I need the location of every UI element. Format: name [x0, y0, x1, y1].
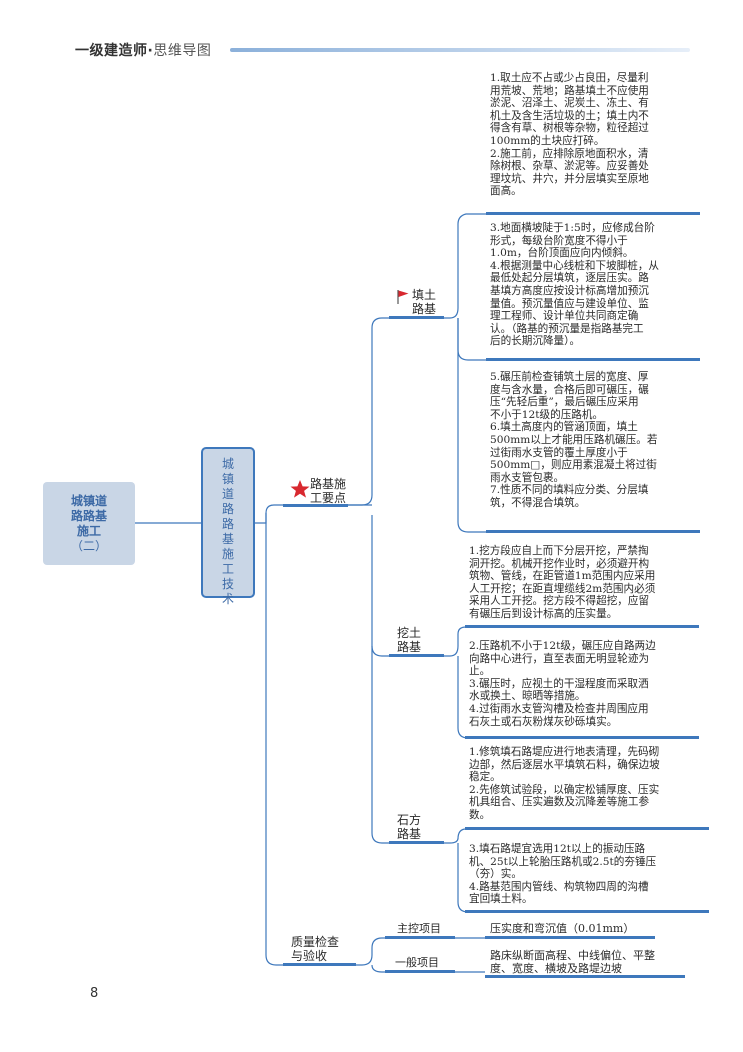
fill-topic-line: 路基: [412, 302, 437, 316]
cut-topic-line: 挖土: [397, 626, 422, 640]
level1-topic: 城 镇 道 路 路 基 施 工 技 术: [201, 447, 255, 606]
rock-note-1: 1.修筑填石路堤应进行地表清理，先码砌 边部，然后逐层水平填筑石料，确保边坡 稳…: [469, 746, 660, 821]
general-item-value: 路床纵断面高程、中线偏位、平整 度、宽度、横坡及路堤边坡: [490, 949, 655, 975]
rock-underline: [389, 841, 444, 844]
header-main-title: 一级建造师: [75, 43, 148, 59]
main-control-value: 压实度和弯沉值（0.01mm）: [490, 922, 635, 935]
main-control-label: 主控项目: [397, 922, 441, 935]
fill-note-1: 1.取土应不占或少占良田，尽量利 用荒坡、荒地；路基填土不应使用 淤泥、沼泽土、…: [490, 72, 649, 198]
level1-char: 施: [221, 547, 234, 561]
fill-note-1-underline: [486, 212, 700, 215]
root-topic-line: 施工: [76, 523, 101, 538]
star-icon: [290, 480, 310, 498]
connector-cut-note2: [457, 656, 469, 739]
quality-topic: 质量检查 与验收: [291, 935, 339, 963]
rock-subgrade-topic: 石方 路基: [397, 813, 421, 841]
quality-topic-line: 与验收: [291, 949, 328, 963]
main-control-value-underline: [485, 936, 655, 939]
cut-subgrade-topic: 挖土 路基: [397, 626, 421, 654]
flag-icon: [397, 290, 409, 304]
keypoints-line: 工要点: [310, 491, 347, 505]
header-rule: [230, 48, 690, 52]
quality-topic-line: 质量检查: [291, 935, 340, 949]
header-dot: ·: [147, 43, 154, 59]
fill-underline: [389, 316, 444, 319]
cut-note-2: 2.压路机不小于12t级，碾压应自路两边 向路中心进行，直至表面无明显轮迹为 止…: [469, 640, 656, 728]
root-topic: 城镇道 路路基 施工 （二）: [43, 482, 135, 565]
level1-char: 道: [221, 487, 234, 501]
page-number: 8: [90, 986, 99, 1001]
fill-note-3-underline: [486, 530, 700, 533]
header-subtitle: 思维导图: [153, 43, 212, 59]
fill-note-2-underline: [486, 358, 700, 361]
connector-to-cut: [371, 515, 389, 657]
fill-subgrade-topic: 填土 路基: [412, 288, 436, 316]
level1-topic-text: 城 镇 道 路 路 基 施 工 技 术: [203, 457, 253, 607]
connector-rock-note2: [457, 843, 469, 913]
root-topic-line: 路路基: [70, 508, 107, 523]
connector-rock-note1: [444, 828, 467, 844]
connector-fill-note3: [457, 318, 486, 533]
quality-underline: [283, 963, 356, 966]
connector-to-quality: [265, 513, 283, 966]
level1-char: 城: [221, 457, 234, 471]
main-control-underline: [385, 936, 455, 939]
rock-topic-line: 石方: [397, 813, 422, 827]
connector-quality-general: [371, 964, 385, 973]
level1-char: 工: [221, 562, 234, 576]
cut-underline: [389, 654, 444, 657]
root-topic-line: 城镇道: [70, 493, 107, 508]
root-topic-line: （二）: [70, 538, 107, 553]
level1-char: 路: [221, 502, 234, 516]
level1-char: 技: [221, 577, 234, 591]
rock-note-2: 3.填石路堤宜选用12t以上的振动压路 机、25t以上轮胎压路机或2.5t的夯锤…: [469, 843, 657, 906]
connector-to-rock: [371, 646, 389, 844]
general-item-label: 一般项目: [395, 956, 439, 969]
level1-char: 术: [221, 592, 234, 606]
level1-char: 基: [221, 532, 234, 546]
fill-topic-line: 填土: [412, 288, 437, 302]
connector-to-keypoints: [255, 504, 283, 524]
cut-topic-line: 路基: [397, 640, 422, 654]
header-title: 一级建造师·思维导图: [75, 40, 211, 60]
rock-topic-line: 路基: [397, 827, 422, 841]
fill-note-3: 5.碾压前检查铺筑土层的宽度、厚 度与含水量，合格后即可碾压，碾 压“先轻后重”…: [490, 371, 658, 509]
connector-cut-note1: [444, 626, 467, 657]
cut-note-2-underline: [465, 736, 699, 739]
connector-to-fill: [348, 317, 389, 506]
general-item-underline: [385, 970, 455, 973]
cut-note-1: 1.挖方段应自上而下分层开挖，严禁掏 洞开挖。机械开挖作业时，必须避开构 筑物、…: [469, 545, 656, 620]
level1-char: 镇: [221, 472, 234, 486]
cut-note-1-underline: [465, 625, 699, 628]
fill-note-2: 3.地面横坡陡于1:5时，应修成台阶 形式，每级台阶宽度不得小于 1.0m，台阶…: [490, 222, 660, 348]
keypoints-line: 路基施: [310, 477, 347, 491]
connector-fill-note2: [457, 318, 486, 361]
keypoints-underline: [283, 504, 348, 507]
level1-char: 路: [221, 517, 234, 531]
connector-fill-note1: [444, 213, 486, 319]
connector-quality-main: [356, 937, 385, 966]
rock-note-1-underline: [465, 827, 709, 830]
keypoints-topic: 路基施 工要点: [310, 477, 346, 505]
rock-note-2-underline: [465, 910, 709, 913]
general-item-value-underline: [485, 975, 685, 978]
